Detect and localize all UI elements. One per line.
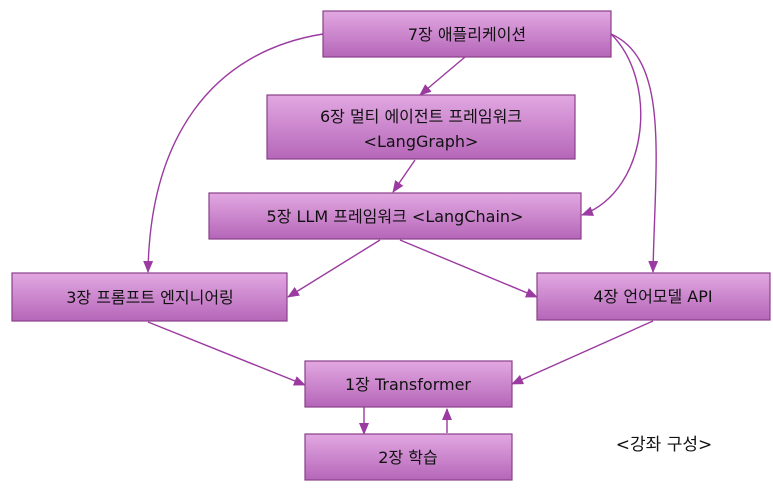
edge-ch5-to-ch3 (287, 239, 381, 298)
node-ch1: 1장 Transformer (304, 360, 513, 408)
node-ch5-label: 5장 LLM 프레임워크 <LangChain> (267, 207, 524, 226)
node-ch3-label: 3장 프롬프트 엔지니어링 (66, 288, 234, 307)
edges (143, 33, 659, 435)
edge-ch7-to-ch6 (419, 56, 466, 96)
edge-ch3-to-ch1 (147, 321, 306, 386)
node-ch2-label: 2장 학습 (378, 448, 437, 467)
node-ch4-label: 4장 언어모델 API (593, 287, 712, 306)
node-ch5: 5장 LLM 프레임워크 <LangChain> (208, 192, 582, 240)
node-ch3: 3장 프롬프트 엔지니어링 (11, 272, 288, 322)
node-ch6-label-line2: <LangGraph> (364, 132, 479, 151)
node-ch7-label: 7장 애플리케이션 (408, 25, 526, 44)
node-ch6: 6장 멀티 에이전트 프레임워크 <LangGraph> (266, 94, 576, 160)
edge-ch5-to-ch4 (399, 239, 538, 298)
edge-ch7-to-ch3 (143, 33, 324, 273)
diagram-caption: <강좌 구성> (616, 435, 712, 455)
node-ch2: 2장 학습 (304, 433, 513, 481)
edge-ch7-to-ch4 (610, 33, 659, 273)
node-ch4: 4장 언어모델 API (536, 272, 771, 321)
edge-ch6-to-ch5 (392, 159, 416, 193)
edge-ch7-to-ch5 (581, 33, 642, 216)
node-ch1-label: 1장 Transformer (345, 375, 471, 394)
node-ch6-label-line1: 6장 멀티 에이전트 프레임워크 (320, 107, 522, 126)
node-ch7: 7장 애플리케이션 (322, 10, 612, 58)
edge-ch4-to-ch1 (511, 320, 654, 385)
